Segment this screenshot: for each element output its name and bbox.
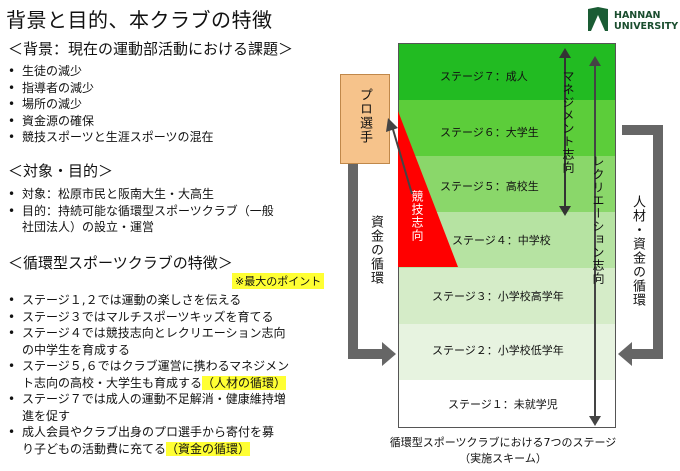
management-arrow-icon — [559, 48, 571, 216]
logo-text-line1: HANNAN — [614, 10, 661, 21]
pro-player-box — [340, 74, 390, 164]
target-heading: ＜対象・目的＞ — [8, 162, 114, 180]
caption-line2: （実施スキーム） — [459, 452, 547, 465]
logo-mark-icon — [588, 7, 608, 31]
list-item: の中学生を育成する — [22, 342, 131, 357]
list-item: •競技スポーツと生涯スポーツの混在 — [8, 130, 214, 144]
background-list: •生徒の減少 •指導者の減少 •場所の減少 •資金源の確保 •競技スポーツと生涯… — [8, 63, 214, 146]
features-heading: ＜循環型スポーツクラブの特徴＞ — [8, 254, 233, 272]
people-fund-cycle-arrow-icon — [618, 125, 663, 366]
list-item: •生徒の減少 — [8, 64, 83, 78]
recreation-label: レクリエーション志向 — [591, 155, 605, 285]
stage-3-label: ステージ３：小学校高学年 — [432, 290, 564, 303]
list-item: •成人会員やクラブ出身のプロ選手から寄付を募 — [8, 425, 275, 439]
stage-5-label: ステージ５：高校生 — [440, 180, 539, 193]
pro-arrow-icon — [386, 118, 413, 195]
management-label: マネジメント志向 — [561, 70, 575, 174]
list-item: •ステージ１,２では運動の楽しさを伝える — [8, 293, 242, 307]
list-item: •ステージ３ではマルチスポーツキッズを育てる — [8, 309, 274, 324]
stage-7-block — [399, 44, 615, 100]
background-heading: ＜背景：現在の運動部活動における課題＞ — [8, 40, 294, 58]
logo-text-line2: UNIVERSITY — [614, 21, 679, 32]
people-fund-cycle-label: 人材・資金の循環 — [630, 195, 645, 307]
caption-line1: 循環型スポーツクラブにおける7つのステージ — [389, 436, 617, 449]
recreation-arrow-icon — [589, 56, 601, 426]
university-logo: HANNAN UNIVERSITY — [586, 7, 679, 35]
target-list: •対象：松原市民と阪南大生・大高生 •目的：持続可能な循環型スポーツクラブ（一般… — [8, 186, 274, 236]
competitive-triangle — [398, 111, 458, 267]
list-item: •対象：松原市民と阪南大生・大高生 — [8, 187, 215, 201]
diagram-caption: 循環型スポーツクラブにおける7つのステージ （実施スキーム） — [358, 434, 648, 466]
list-item: ト志向の高校・大学生も育成する（人材の循環） — [22, 375, 287, 390]
features-list: •ステージ１,２では運動の楽しさを伝える •ステージ３ではマルチスポーツキッズを… — [8, 292, 289, 457]
list-item: •ステージ４では競技志向とレクリエーション志向 — [8, 326, 286, 340]
stage-5-block — [399, 156, 615, 212]
stage-6-block — [399, 100, 615, 156]
fund-cycle-label: 資金の循環 — [368, 215, 383, 285]
stage-1-block — [399, 380, 615, 427]
list-item: •指導者の減少 — [8, 80, 95, 95]
stage-2-block — [399, 324, 615, 380]
list-item: 進を促す — [22, 408, 71, 423]
fund-cycle-arrow-icon — [348, 164, 396, 366]
stage-1-label: ステージ１：未就学児 — [448, 398, 558, 411]
stage-7-label: ステージ７：成人 — [440, 70, 528, 83]
list-item: •資金源の確保 — [8, 113, 95, 128]
list-item: •目的：持続可能な循環型スポーツクラブ（一般 — [8, 203, 274, 218]
page-title: 背景と目的、本クラブの特徴 — [6, 8, 273, 32]
competitive-label: 競技志向 — [410, 190, 424, 242]
list-item: •ステージ７では成人の運動不足解消・健康維持増 — [8, 392, 286, 406]
list-item: •場所の減少 — [8, 97, 83, 111]
key-point-note: ※最大のポイント — [232, 273, 325, 289]
stage-4-label: ステージ４：中学校 — [452, 234, 551, 247]
list-item: り子どもの活動費に充てる（資金の循環） — [22, 441, 251, 456]
stage-3-block — [399, 268, 615, 324]
stage-6-label: ステージ６：大学生 — [440, 126, 539, 139]
list-item: 社団法人）の設立・運営 — [22, 220, 155, 234]
stage-2-label: ステージ２：小学校低学年 — [432, 344, 564, 357]
list-item: •ステージ５,６ではクラブ運営に携わるマネジメン — [8, 359, 290, 373]
highlight-people-cycle: （人材の循環） — [202, 375, 287, 390]
pro-player-label: プロ選手 — [357, 88, 372, 144]
highlight-fund-cycle: （資金の循環） — [166, 441, 251, 456]
